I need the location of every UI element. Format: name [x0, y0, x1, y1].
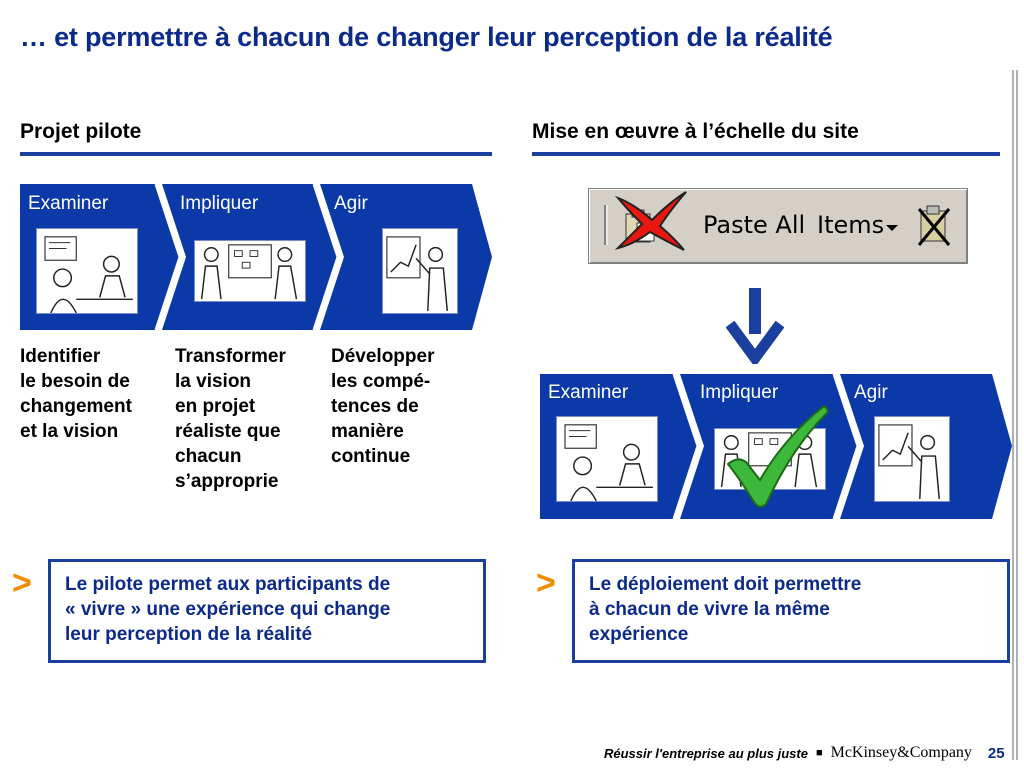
clear-clipboard-icon[interactable] — [915, 203, 953, 249]
meeting-illustration — [36, 228, 138, 314]
left-step-impliquer: Impliquer — [180, 193, 259, 214]
chart-illustration — [382, 228, 458, 314]
left-step-agir: Agir — [334, 193, 368, 214]
scrollbar-edge — [1012, 70, 1018, 760]
toolbar-grip — [604, 205, 608, 245]
page-title: … et permettre à chacun de changer leur … — [20, 22, 833, 52]
right-step-agir: Agir — [854, 382, 888, 403]
right-divider — [532, 152, 1000, 156]
left-callout-marker: > — [12, 564, 32, 602]
page-number: 25 — [987, 744, 1005, 762]
left-divider — [20, 152, 492, 156]
left-callout: Le pilote permet aux participants de« vi… — [48, 559, 486, 663]
dropdown-arrow-icon[interactable] — [885, 223, 899, 233]
right-heading: Mise en œuvre à l’échelle du site — [532, 120, 859, 143]
footer-separator: ■ — [815, 747, 823, 759]
right-step-impliquer: Impliquer — [700, 382, 779, 403]
presentation-illustration — [194, 240, 306, 302]
chart-illustration-site — [874, 416, 950, 502]
green-check-icon — [726, 404, 829, 508]
footer-tagline: Réussir l'entreprise au plus juste — [604, 745, 808, 761]
paste-all-button[interactable]: Paste All — [703, 211, 806, 239]
left-heading: Projet pilote — [20, 120, 142, 143]
right-step-examiner: Examiner — [548, 382, 629, 403]
footer: Réussir l'entreprise au plus juste ■ McK… — [604, 742, 1005, 764]
meeting-illustration-site — [556, 416, 658, 502]
down-arrow-icon — [726, 288, 784, 364]
company-logo: McKinsey&Company — [830, 744, 972, 761]
items-button[interactable]: Items — [817, 211, 885, 239]
right-callout-marker: > — [536, 564, 556, 602]
red-cross-icon — [614, 191, 687, 251]
left-step-examiner: Examiner — [28, 193, 109, 214]
